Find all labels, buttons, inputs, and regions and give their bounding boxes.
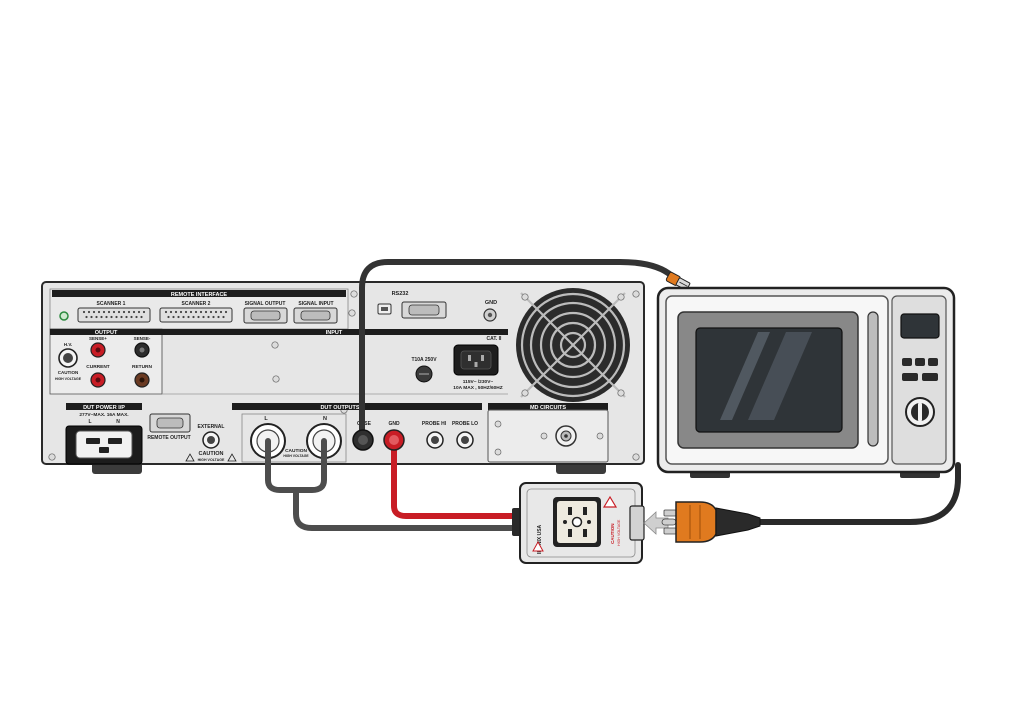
dut-power-n: N xyxy=(116,419,120,425)
fuse-label: T10A 250V xyxy=(411,357,437,363)
hv-label: H.V. xyxy=(64,342,72,347)
input-title: INPUT xyxy=(326,330,343,336)
probe-lo-label: PROBE LO xyxy=(452,421,478,427)
output-bar xyxy=(50,329,162,335)
md-circuits-title: MD CIRCUITS xyxy=(530,405,566,411)
signal-input-label: SIGNAL INPUT xyxy=(298,301,333,307)
dut-output-n-label: N xyxy=(323,416,327,422)
microwave-power-cord xyxy=(753,462,961,525)
probe-lo-jack-center xyxy=(461,436,469,444)
rating-line2: 10A MAX , 50HZ/60HZ xyxy=(453,385,502,391)
current-jack-center xyxy=(95,377,101,383)
ground-bond-cable xyxy=(359,259,683,441)
adapter-brand: IKONIX USA xyxy=(537,524,543,554)
input-bar xyxy=(162,329,508,335)
line-neutral-to-adapter-cable xyxy=(293,487,523,531)
microwave-display xyxy=(900,313,940,339)
dut-power-l: L xyxy=(88,419,91,425)
microwave-oven xyxy=(656,286,956,478)
return-label: RETURN xyxy=(132,364,153,370)
probe-hi-label: PROBE HI xyxy=(422,421,447,427)
dut-outputs-title: DUT OUTPUTS xyxy=(320,405,359,411)
external-high-voltage: HIGH VOLTAGE xyxy=(198,458,225,462)
scanner2-pins xyxy=(164,310,228,319)
current-label: CURRENT xyxy=(86,364,110,370)
adapter-inlet[interactable] xyxy=(629,505,645,541)
microwave-buttons[interactable] xyxy=(902,358,938,381)
external-caution: CAUTION xyxy=(198,451,223,457)
signal-output-label: SIGNAL OUTPUT xyxy=(245,301,286,307)
sense-plus-label: SENSE+ xyxy=(89,336,107,341)
dut-outputs-high-voltage: HIGH VOLTAGE xyxy=(283,454,309,458)
dut-power-socket xyxy=(75,430,133,459)
warning-triangle-icon xyxy=(185,453,195,462)
output-high-voltage: HIGH VOLTAGE xyxy=(55,377,82,381)
cooling-fan xyxy=(516,288,630,402)
dut-outputs-bar xyxy=(232,403,482,410)
sense-minus-jack-center xyxy=(139,347,145,353)
signal-output-socket xyxy=(250,310,281,321)
dut-power-bar xyxy=(66,403,142,410)
cat-label: CAT. II xyxy=(487,336,503,342)
remote-interface-bar xyxy=(52,290,346,297)
return-jack-center xyxy=(139,377,145,383)
dut-outputs-caution: CAUTION xyxy=(285,448,307,454)
hv-jack-center xyxy=(63,353,73,363)
gnd-terminal-label: GND xyxy=(485,300,497,306)
sense-minus-label: SENSE- xyxy=(134,336,151,341)
gnd-terminal-center xyxy=(487,312,493,318)
gnd-output-label: GND xyxy=(388,421,400,427)
microwave-door-handle[interactable] xyxy=(867,311,879,447)
remote-output-label: REMOTE OUTPUT xyxy=(147,435,190,441)
test-adapter-box: IKONIX USA CAUTION HIGH VOLTAGE xyxy=(512,482,669,564)
output-caution: CAUTION xyxy=(58,370,79,375)
adapter-hazard-text: HIGH VOLTAGE xyxy=(617,519,621,546)
dut-power-title: DUT POWER I/P xyxy=(83,405,125,411)
output-jacks-top xyxy=(352,429,405,451)
external-jack-center xyxy=(207,436,215,444)
adapter-hazard-icon xyxy=(602,495,618,508)
scanner2-port[interactable] xyxy=(159,307,233,323)
analyzer-instrument: REMOTE INTERFACE SCANNER 1 SCANNER 2 SIG… xyxy=(41,281,645,474)
output-title: OUTPUT xyxy=(95,330,118,336)
md-circuits-bar xyxy=(488,403,608,410)
dut-outputs-frame xyxy=(241,413,347,463)
warning-triangle-icon xyxy=(227,453,237,462)
rs232-socket xyxy=(408,304,440,316)
rs232-label: RS232 xyxy=(392,291,409,297)
cables xyxy=(265,259,961,531)
microwave-plug xyxy=(661,501,761,543)
scanner2-label: SCANNER 2 xyxy=(182,301,211,307)
plug-body[interactable] xyxy=(675,501,717,543)
screws xyxy=(48,290,640,461)
sense-plus-jack-center xyxy=(95,347,101,353)
probe-hi-jack-center xyxy=(431,436,439,444)
usb-port-inner xyxy=(381,307,388,311)
signal-input-socket xyxy=(300,310,331,321)
scanner1-port[interactable] xyxy=(77,307,151,323)
md-circuits-section xyxy=(487,409,609,463)
ground-red-cable xyxy=(391,435,523,519)
adapter-caution: CAUTION xyxy=(610,524,615,545)
remote-interface-title: REMOTE INTERFACE xyxy=(171,292,228,298)
external-label: EXTERNAL xyxy=(198,424,225,430)
remote-output-socket xyxy=(156,417,184,429)
scanner1-pins xyxy=(82,310,146,319)
adapter-warning-icon xyxy=(532,540,544,552)
status-led xyxy=(59,311,69,321)
dut-output-l-label: L xyxy=(264,416,268,422)
scanner1-label: SCANNER 1 xyxy=(97,301,126,307)
rating-line1: 115V~ /230V~ xyxy=(463,379,494,385)
dut-power-rating: 277V~MAX. 16A MAX. xyxy=(79,412,128,418)
